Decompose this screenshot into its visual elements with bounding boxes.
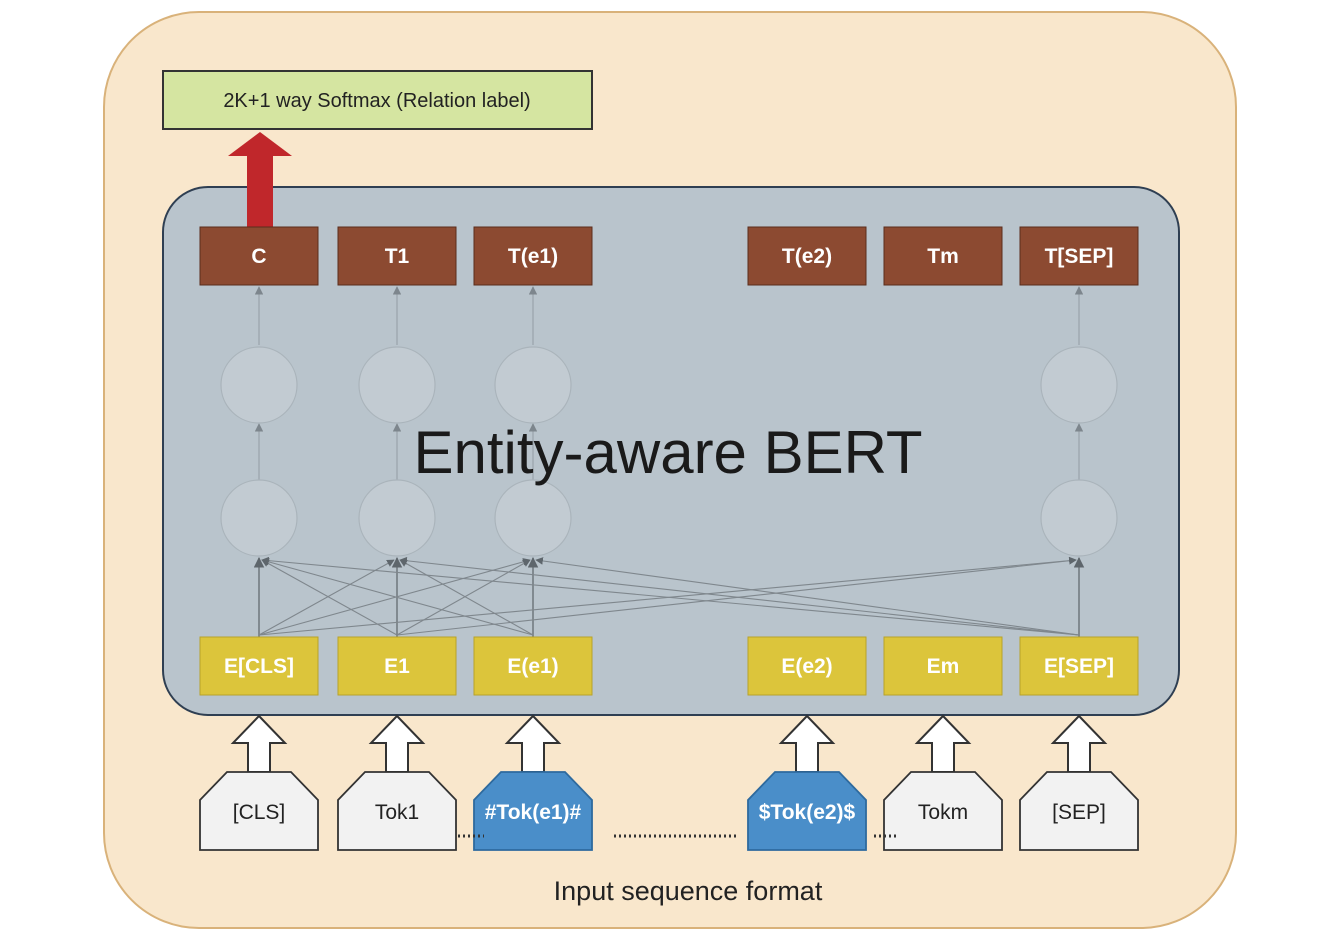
output-box-1: T1 [337,226,457,286]
cross-connections [258,556,1080,636]
output-label: Tm [927,245,959,268]
output-label: T1 [385,245,410,268]
output-label: T(e1) [508,245,558,268]
attention-link [399,559,534,636]
attention-link [261,558,534,636]
caption: Input sequence format [554,876,823,906]
token-label: Tok1 [375,801,419,824]
hidden-node [1040,346,1118,424]
token-label: Tokm [918,801,968,824]
attention-link [261,559,398,636]
input-arrow [504,714,562,773]
input-arrow [778,714,836,773]
hidden-node [220,479,298,557]
hidden-node [358,479,436,557]
embedding-label: E[CLS] [224,655,294,678]
softmax-box: 2K+1 way Softmax (Relation label) [162,70,593,130]
input-token-e1: #Tok(e1)# [473,714,593,851]
hidden-node [220,346,298,424]
input-token-cls: [CLS] [199,714,319,851]
model-title: Entity-aware BERT [413,419,922,486]
output-label: T(e2) [782,245,832,268]
hidden-node [494,346,572,424]
embedding-label: E1 [384,655,410,678]
output-box-sep: T[SEP] [1019,226,1139,286]
token-label: [SEP] [1052,801,1106,824]
attention-link [396,559,531,636]
embedding-box-e1: E(e1) [473,636,593,696]
bert-block [162,186,1180,716]
embedding-label: E(e1) [507,655,558,678]
embedding-box-m: Em [883,636,1003,696]
attention-link [258,559,395,636]
token-label: #Tok(e1)# [485,801,582,824]
input-arrow [230,714,288,773]
input-arrow [368,714,426,773]
input-token-m: Tokm [883,714,1003,851]
hidden-node [494,479,572,557]
output-box-e1: T(e1) [473,226,593,286]
input-token-e2: $Tok(e2)$ [747,714,867,851]
embedding-label: E(e2) [781,655,832,678]
token-label: $Tok(e2)$ [759,801,856,824]
embedding-label: E[SEP] [1044,655,1114,678]
input-arrow [914,714,972,773]
embedding-label: Em [927,655,960,678]
hidden-layers [220,286,1118,637]
softmax-label: 2K+1 way Softmax (Relation label) [223,90,530,112]
hidden-node [1040,479,1118,557]
output-row: C T1 T(e1) T(e2) Tm T[SEP] [199,226,1139,286]
embedding-box-e2: E(e2) [747,636,867,696]
embedding-box-cls: E[CLS] [199,636,319,696]
token-label: [CLS] [233,801,286,824]
input-token-row: [CLS] Tok1 #Tok(e1)# $Tok(e2)$ Tokm [SEP] [199,714,1139,851]
input-arrow [1050,714,1108,773]
input-token-1: Tok1 [337,714,457,851]
input-token-sep: [SEP] [1019,714,1139,851]
embedding-row: E[CLS] E1 E(e1) E(e2) Em E[SEP] [199,636,1139,696]
output-label: C [251,245,266,268]
embedding-box-1: E1 [337,636,457,696]
attention-link [399,556,1080,636]
attention-link [535,557,1080,636]
output-box-m: Tm [883,226,1003,286]
hidden-node [358,346,436,424]
output-box-cls: C [199,226,319,286]
attention-link [261,556,1080,636]
output-label: T[SEP] [1045,245,1114,268]
attention-link [258,558,531,636]
output-box-e2: T(e2) [747,226,867,286]
embedding-box-sep: E[SEP] [1019,636,1139,696]
classification-arrow [228,132,292,227]
